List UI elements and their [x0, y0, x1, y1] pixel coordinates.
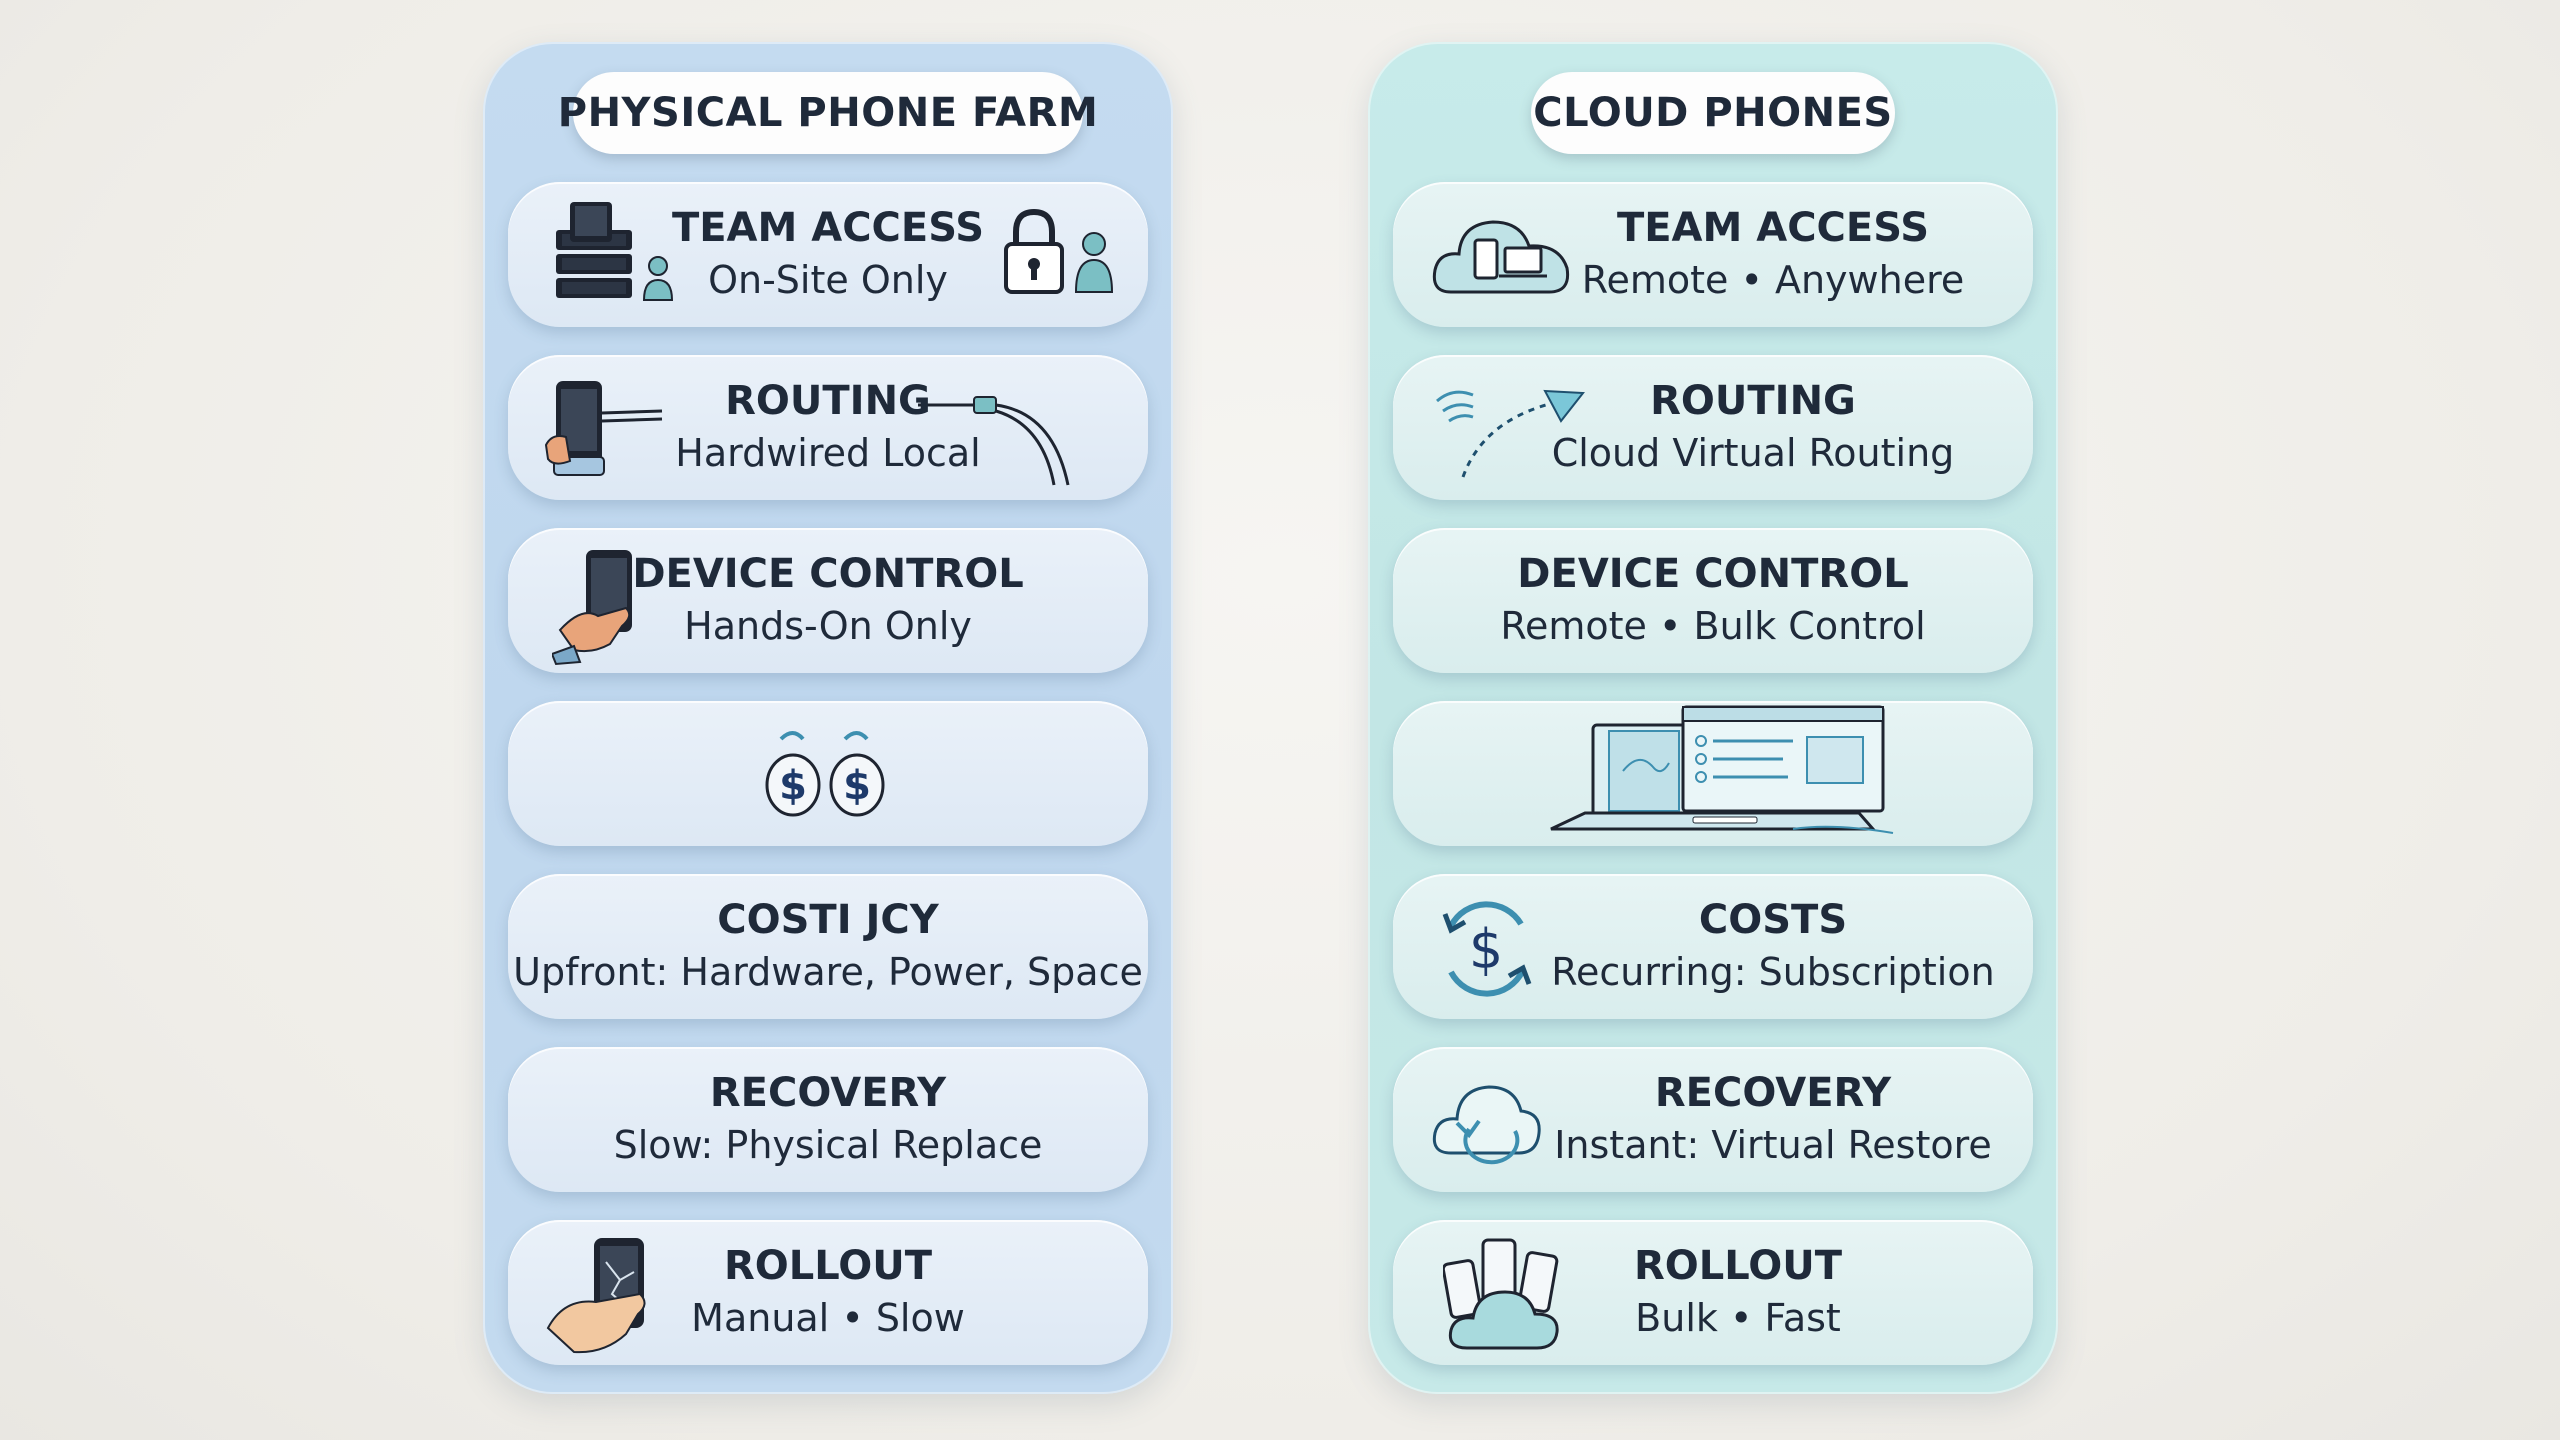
row-title: ROUTING: [1650, 377, 1856, 424]
row-title: ROUTING: [725, 377, 931, 424]
row-value: Instant: Virtual Restore: [1554, 1122, 1992, 1167]
row-title: DEVICE CONTROL: [1517, 550, 1909, 597]
svg-text:$: $: [1469, 918, 1503, 981]
left-rollout-text: ROLLOUT Manual • Slow: [648, 1220, 1008, 1365]
right-card-device-control: DEVICE CONTROL Remote • Bulk Control: [1393, 528, 2033, 673]
left-card-rollout: ROLLOUT Manual • Slow: [508, 1220, 1148, 1365]
row-value: Remote • Anywhere: [1581, 257, 1965, 302]
row-title: COSTS: [1698, 896, 1848, 943]
cloud-phones-title: CLOUD PHONES: [1531, 72, 1895, 154]
cloud-devices-icon: [1432, 220, 1570, 294]
right-recovery-text: RECOVERY Instant: Virtual Restore: [1543, 1047, 2003, 1192]
row-title: RECOVERY: [709, 1069, 947, 1116]
svg-text:$: $: [779, 763, 807, 809]
row-value: On-Site Only: [708, 257, 948, 302]
cloud-restore-icon: [1432, 1085, 1541, 1165]
right-card-team-access: TEAM ACCESS Remote • Anywhere: [1393, 182, 2033, 327]
server-stack-icon: [556, 202, 674, 301]
row-value: Cloud Virtual Routing: [1551, 430, 1955, 475]
row-title: RECOVERY: [1654, 1069, 1892, 1116]
left-card-money: $ $: [508, 701, 1148, 846]
padlock-icon: [1004, 208, 1114, 294]
laptop-dashboard-icon: [1550, 705, 1894, 834]
row-title: TEAM ACCESS: [671, 204, 985, 251]
money-bag-icon: $ $: [765, 731, 885, 817]
right-card-recovery: RECOVERY Instant: Virtual Restore: [1393, 1047, 2033, 1192]
left-card-costs: COSTI JCY Upfront: Hardware, Power, Spac…: [508, 874, 1148, 1019]
row-value: Hardwired Local: [675, 430, 981, 475]
wireless-routing-icon: [1436, 389, 1585, 478]
left-card-routing: ROUTING Hardwired Local: [508, 355, 1148, 500]
row-value: Remote • Bulk Control: [1500, 603, 1926, 648]
left-card-recovery: RECOVERY Slow: Physical Replace: [508, 1047, 1148, 1192]
left-routing-text: ROUTING Hardwired Local: [648, 355, 1008, 500]
phones-cloud-icon: [1443, 1238, 1559, 1350]
physical-phone-farm-column: PHYSICAL PHONE FARM TEAM ACCESS: [483, 42, 1173, 1394]
left-device-control-text: DEVICE CONTROL Hands-On Only: [632, 528, 1023, 673]
row-value: Bulk • Fast: [1635, 1295, 1841, 1340]
right-costs-text: COSTS Recurring: Subscription: [1543, 874, 2003, 1019]
row-value: Manual • Slow: [691, 1295, 965, 1340]
row-title: ROLLOUT: [1633, 1242, 1843, 1289]
phone-in-hand-icon: [552, 550, 632, 666]
left-card-team-access: TEAM ACCESS On-Site Only: [508, 182, 1148, 327]
left-costs-text: COSTI JCY Upfront: Hardware, Power, Spac…: [513, 874, 1143, 1019]
right-card-costs: $ COSTS Recurring: Subscription: [1393, 874, 2033, 1019]
row-title: DEVICE CONTROL: [632, 550, 1024, 597]
left-team-access-text: TEAM ACCESS On-Site Only: [648, 182, 1008, 327]
phone-in-hand-icon: [544, 381, 663, 476]
right-routing-text: ROUTING Cloud Virtual Routing: [1533, 355, 1973, 500]
svg-text:$: $: [843, 763, 871, 809]
left-recovery-text: RECOVERY Slow: Physical Replace: [568, 1047, 1088, 1192]
right-team-access-text: TEAM ACCESS Remote • Anywhere: [1573, 182, 1973, 327]
row-value: Recurring: Subscription: [1551, 949, 1995, 994]
right-card-routing: ROUTING Cloud Virtual Routing: [1393, 355, 2033, 500]
right-card-laptop: [1393, 701, 2033, 846]
left-money-text: [648, 701, 1008, 846]
right-card-rollout: ROLLOUT Bulk • Fast: [1393, 1220, 2033, 1365]
cable-icon: [918, 396, 1070, 486]
right-device-control-text: DEVICE CONTROL Remote • Bulk Control: [1453, 528, 1973, 673]
right-laptop-text: [1533, 701, 1893, 846]
row-title: COSTI JCY: [717, 896, 939, 943]
user-icon: [1074, 232, 1114, 293]
row-title: ROLLOUT: [723, 1242, 933, 1289]
physical-phone-farm-title: PHYSICAL PHONE FARM: [558, 72, 1098, 154]
right-rollout-text: ROLLOUT Bulk • Fast: [1543, 1220, 1933, 1365]
row-value: Upfront: Hardware, Power, Space: [513, 949, 1143, 994]
row-value: Slow: Physical Replace: [613, 1122, 1043, 1167]
dollar-refresh-icon: $: [1442, 901, 1532, 997]
cloud-phones-column: CLOUD PHONES TEAM ACCESS Remote • Anywhe…: [1368, 42, 2058, 1394]
row-title: TEAM ACCESS: [1616, 204, 1930, 251]
cracked-phone-icon: [546, 1238, 646, 1354]
left-card-device-control: DEVICE CONTROL Hands-On Only: [508, 528, 1148, 673]
row-value: Hands-On Only: [684, 603, 972, 648]
